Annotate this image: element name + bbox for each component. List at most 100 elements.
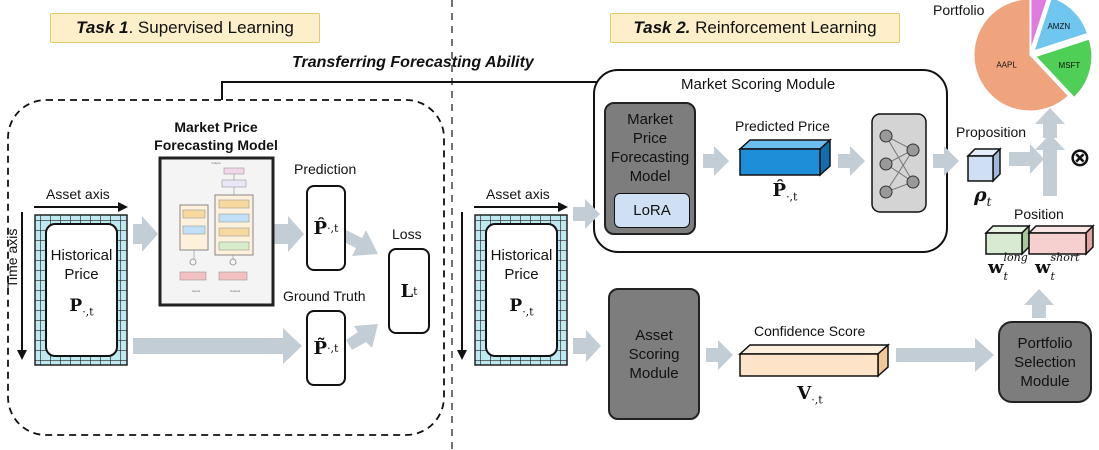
pie-slice-amzn — [1033, 0, 1089, 52]
prediction-symbol: P̂ — [313, 217, 328, 239]
right-p-sub: ·,t — [522, 305, 534, 319]
right-historical-price-symbol: P·,t — [486, 296, 557, 318]
rho-sub: t — [986, 194, 992, 209]
prediction-label: Prediction — [294, 161, 357, 177]
loss-label: Loss — [392, 226, 422, 242]
arrow-grid-to-model — [133, 216, 158, 252]
pie-label-amzn: AMZN — [1047, 22, 1070, 31]
w-short-sup: short — [1050, 251, 1080, 264]
left-time-axis-label: Time axis — [4, 228, 20, 288]
psm-line3: Module — [1020, 372, 1070, 390]
right-historical-line1: Historical — [490, 247, 553, 264]
arrow-grid-to-groundtruth — [133, 328, 302, 364]
confidence-score-label: Confidence Score — [754, 323, 866, 339]
svg-text:Inputs: Inputs — [192, 289, 201, 293]
arrow-position-to-mult — [1035, 134, 1065, 196]
portfolio-title: Portfolio — [933, 2, 985, 18]
rho-symbol: ρt — [974, 184, 991, 209]
rho-char: ρ — [974, 184, 987, 206]
arrow-grid-to-msm — [573, 199, 600, 229]
v-char: V — [797, 383, 812, 404]
task1-label-bold: Task 1 — [76, 18, 129, 37]
ground-truth-sub: ·,t — [327, 341, 339, 355]
svg-text:Outputs: Outputs — [230, 289, 241, 293]
left-historical-price-symbol: P·,t — [46, 296, 117, 318]
transfer-label: Transferring Forecasting Ability — [292, 54, 534, 71]
right-historical-price-label: Historical Price — [486, 246, 557, 284]
pp-sub: ·,t — [786, 190, 798, 204]
arrow-cube-to-net — [838, 146, 865, 176]
v-symbol: V·,t — [770, 383, 850, 407]
left-historical-price-label: Historical Price — [46, 246, 117, 284]
pie-label-msft: MSFT — [1059, 61, 1081, 70]
mpfm-line4: Model — [629, 168, 671, 185]
predicted-price-cube — [738, 138, 832, 177]
task2-label-bold: Task 2. — [633, 18, 691, 37]
w-long-cube — [984, 224, 1031, 256]
prediction-box: P̂·,t — [306, 185, 346, 271]
w-long-char: w — [988, 257, 1004, 278]
arrow-mult-to-portfolio — [1035, 108, 1065, 138]
w-long-sup: long — [1003, 251, 1028, 264]
loss-symbol: L — [400, 280, 414, 302]
transformer-sketch: Output Inputs Outputs — [179, 161, 254, 293]
arrow-mpfm-to-cube — [703, 146, 729, 176]
left-asset-axis-label: Asset axis — [46, 186, 110, 202]
asm-line3: Module — [629, 364, 679, 382]
w-short-sub: t — [1050, 270, 1055, 283]
arrow-model-to-prediction — [274, 216, 304, 252]
market-scoring-module-title: Market Scoring Module — [681, 76, 836, 93]
w-short-char: w — [1035, 257, 1051, 278]
ground-truth-box: P̃·,t — [306, 310, 346, 386]
left-p-sub: ·,t — [82, 305, 94, 319]
arrow-grid-to-asm — [573, 330, 601, 362]
task2-label-rest: Reinforcement Learning — [690, 18, 877, 37]
arrow-rho-to-mult — [1009, 144, 1044, 174]
pie-slice-other — [1030, 0, 1048, 50]
multiply-operator: ⊗ — [1069, 143, 1091, 173]
task1-region — [7, 99, 445, 436]
arrow-psm-to-position — [1024, 289, 1054, 318]
task2-banner: Task 2. Reinforcement Learning — [610, 13, 900, 43]
portfolio-selection-module-box: Portfolio Selection Module — [998, 321, 1092, 403]
asset-scoring-module-box: Asset Scoring Module — [608, 288, 700, 420]
asm-line1: Asset — [635, 326, 673, 344]
mpfm-line1: Market — [627, 111, 673, 128]
position-label: Position — [1014, 206, 1064, 222]
arrow-vcube-to-psm — [896, 338, 994, 372]
arrow-asm-to-vcube — [706, 340, 733, 370]
pie-slice-msft — [1034, 38, 1093, 99]
pie-label-aapl: AAPL — [996, 60, 1017, 69]
portfolio-pie: AAPL AMZN MSFT — [973, 0, 1093, 112]
model-title: Market Price Forecasting Model — [150, 118, 282, 154]
predicted-price-symbol: P̂·,t — [750, 180, 820, 204]
pie-slice-aapl — [973, 0, 1070, 112]
w-long-sub: t — [1003, 270, 1008, 283]
mpfm-line3: Forecasting — [610, 149, 690, 166]
arrow-prediction-to-loss — [340, 230, 378, 256]
proposition-cube — [966, 147, 1002, 183]
right-asset-axis-label: Asset axis — [486, 186, 550, 202]
w-short-cube — [1027, 224, 1095, 256]
model-thumbnail — [158, 156, 275, 307]
ground-truth-label: Ground Truth — [283, 288, 366, 304]
arrow-groundtruth-to-loss — [346, 324, 378, 350]
task1-label-rest: . Supervised Learning — [128, 18, 294, 37]
task1-banner: Task 1. Supervised Learning — [50, 13, 320, 43]
v-sub: ·,t — [811, 393, 823, 407]
asm-line2: Scoring — [628, 345, 680, 363]
predicted-price-label: Predicted Price — [735, 118, 830, 134]
pp-symbol: P̂ — [772, 180, 787, 201]
mpfm-line2: Price — [632, 130, 668, 147]
transfer-arrow — [221, 81, 655, 104]
svg-text:Output: Output — [211, 161, 220, 165]
lora-box: LoRA — [614, 193, 690, 228]
network-nodes — [879, 129, 920, 199]
model-title-line2: Forecasting Model — [154, 137, 278, 153]
left-historical-line2: Price — [64, 266, 99, 283]
right-p-symbol: P — [509, 296, 523, 316]
